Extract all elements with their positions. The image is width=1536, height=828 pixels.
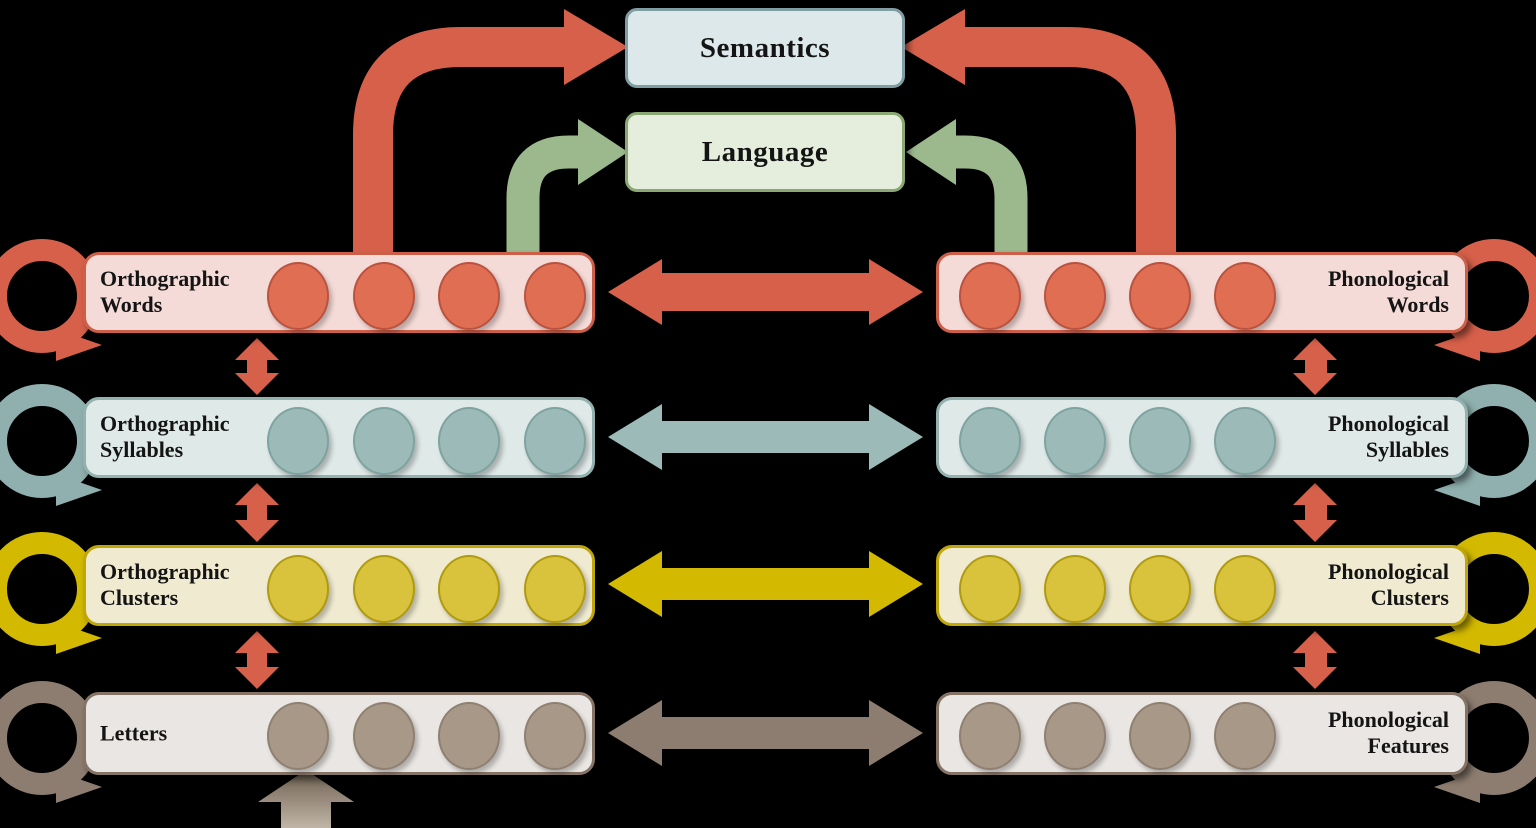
double-arrow-words [608,259,923,325]
self-loop-tip [1434,771,1480,803]
curved-arrow-words-to-semantics-left [353,27,566,260]
unit-node [1129,262,1191,330]
unit-node [1129,407,1191,475]
unit-node [438,407,500,475]
semantics-box: Semantics [625,8,905,88]
unit-node [353,702,415,770]
unit-node [959,262,1021,330]
vertical-arrow-left-clusters-letters [235,631,279,689]
unit-node [353,407,415,475]
unit-node [1044,555,1106,623]
letters-label: Letters [100,720,168,746]
self-loop-tip [1434,474,1480,506]
arrowhead-language-left [578,119,628,185]
unit-node [959,702,1021,770]
curved-arrow-words-to-language-left [506,135,580,260]
self-loop-tip [1434,622,1480,654]
orthographic-words-box: Orthographic Words [83,252,595,333]
orthographic-syllables-label: Orthographic Syllables [100,410,230,463]
arrowhead-semantics-left [564,9,628,85]
unit-node [524,262,586,330]
unit-node [267,407,329,475]
phonological-words-box: Phonological Words [936,252,1468,333]
unit-node [267,702,329,770]
self-loop-tip [1434,329,1480,361]
unit-node [959,407,1021,475]
vertical-arrow-left-syllables-clusters [235,483,279,542]
self-loop-ring-orthographic-syllables [0,384,99,498]
curved-arrow-words-to-language-right [954,135,1028,260]
phonological-words-label: Phonological Words [1327,265,1449,318]
unit-node [524,702,586,770]
phonological-syllables-label: Phonological Syllables [1327,410,1449,463]
unit-node [524,555,586,623]
unit-node [1129,702,1191,770]
semantics-label: Semantics [699,31,831,64]
phonological-features-label: Phonological Features [1327,706,1449,759]
unit-node [1214,555,1276,623]
unit-node [1214,702,1276,770]
phonological-clusters-label: Phonological Clusters [1327,558,1449,611]
self-loop-tip [56,329,102,361]
unit-node [267,262,329,330]
self-loop-tip [56,474,102,506]
unit-node [438,262,500,330]
unit-node [1044,262,1106,330]
language-box: Language [625,112,905,192]
unit-node [1214,407,1276,475]
phonological-syllables-box: Phonological Syllables [936,397,1468,478]
arrowhead-semantics-right [901,9,965,85]
self-loop-ring-orthographic-words [0,239,99,353]
unit-node [353,262,415,330]
letters-box: Letters [83,692,595,775]
vertical-arrow-right-clusters-features [1293,631,1337,689]
unit-node [524,407,586,475]
phonological-clusters-box: Phonological Clusters [936,545,1468,626]
unit-node [438,702,500,770]
orthographic-clusters-label: Orthographic Clusters [100,558,230,611]
unit-node [1214,262,1276,330]
self-loop-tip [56,622,102,654]
double-arrow-features [608,700,923,766]
orthographic-syllables-box: Orthographic Syllables [83,397,595,478]
phonological-features-box: Phonological Features [936,692,1468,775]
self-loop-ring-letters [0,681,99,795]
unit-node [1044,702,1106,770]
double-arrow-syllables [608,404,923,470]
vertical-arrow-right-syllables-clusters [1293,483,1337,542]
orthographic-words-label: Orthographic Words [100,265,230,318]
self-loop-tip [56,771,102,803]
vertical-arrow-right-words-syllables [1293,338,1337,395]
input-arrow-up [258,770,354,828]
language-label: Language [701,135,829,168]
arrowhead-language-right [906,119,956,185]
unit-node [1044,407,1106,475]
self-loop-ring-orthographic-clusters [0,532,99,646]
unit-node [959,555,1021,623]
orthographic-clusters-box: Orthographic Clusters [83,545,595,626]
double-arrow-clusters [608,551,923,617]
unit-node [353,555,415,623]
curved-arrow-words-to-semantics-right [963,27,1176,260]
vertical-arrow-left-words-syllables [235,338,279,395]
unit-node [267,555,329,623]
unit-node [438,555,500,623]
unit-node [1129,555,1191,623]
